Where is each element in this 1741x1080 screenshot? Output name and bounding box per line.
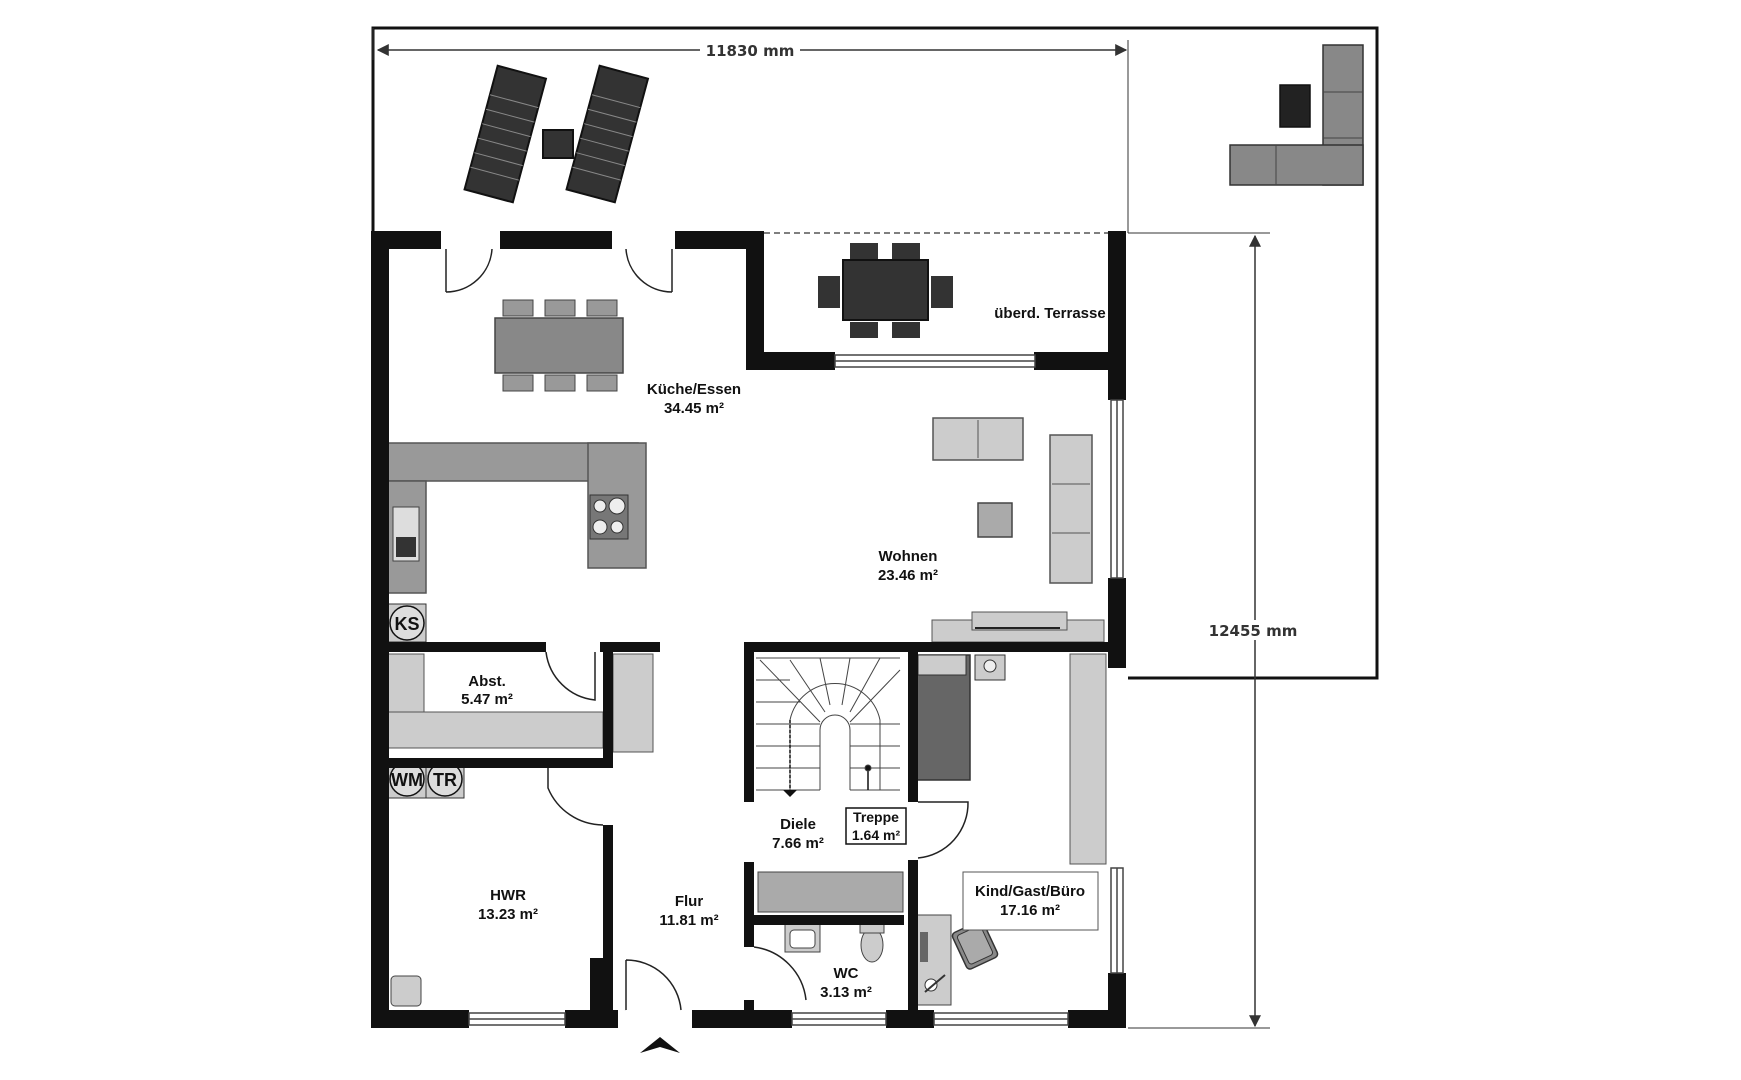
room-area: 17.16 m² [1000,902,1060,919]
dimension-depth-label: 12455 mm [1209,622,1298,640]
room-name: Küche/Essen [647,381,741,398]
room-name: Diele [780,816,816,833]
room-name: Flur [675,893,703,910]
room-label-flur: Flur 11.81 m² [659,893,718,929]
terrace-outline [371,26,1379,680]
room-label-terrasse: überd. Terrasse [994,305,1105,322]
sun-loungers [463,64,650,204]
entrance-door-swing [625,959,682,1011]
dryer-label: TR [433,770,457,790]
living-furniture [931,417,1105,643]
room-name: Wohnen [879,548,938,565]
room-area: 7.66 m² [772,835,824,852]
entrance-arrow-icon [640,1037,680,1053]
lounge-corner-sofa [1229,44,1364,186]
hwr-boiler [390,975,422,1007]
dimension-width: 11830 mm [372,28,1129,233]
doors [445,248,969,1011]
kitchen-counters [387,442,647,594]
room-area: 1.64 m² [852,827,901,843]
room-name: Treppe [853,809,899,825]
room-area: 34.45 m² [664,400,724,417]
room-name: Kind/Gast/Büro [975,883,1085,900]
nightstand-lamp [983,659,997,673]
room-area: 11.81 m² [659,912,718,929]
wc-fixtures [784,922,885,963]
storage-shelves [387,653,654,753]
dimension-depth: 12455 mm [1128,232,1305,1029]
fridge: KS [387,603,427,643]
room-area: 23.46 m² [878,567,938,584]
bed [914,654,971,781]
room-area: 3.13 m² [820,984,872,1001]
room-label-treppe: Treppe 1.64 m² [845,807,907,845]
room-label-wc: WC 3.13 m² [820,965,872,1001]
room-name: HWR [490,887,526,904]
room-name: Abst. [468,673,506,690]
diele-bench [757,871,904,913]
dining-table [494,299,624,392]
washer-label: WM [391,770,423,790]
fridge-label: KS [394,614,419,634]
room-label-kueche: Küche/Essen 34.45 m² [647,381,741,417]
room-name: überd. Terrasse [994,305,1105,322]
room-label-diele: Diele 7.66 m² [772,816,824,852]
room-area: 5.47 m² [461,691,513,708]
room-label-wohnen: Wohnen 23.46 m² [878,548,938,584]
staircase [756,657,901,797]
desk [914,914,999,1006]
walls [371,231,1126,1028]
terrace-dining-set [818,243,953,338]
wardrobe [1069,653,1107,865]
room-label-hwr: HWR 13.23 m² [478,887,538,923]
room-label-abst: Abst. 5.47 m² [461,673,513,708]
nightstand [974,654,1006,681]
dimension-width-label: 11830 mm [706,42,795,60]
room-name: WC [834,965,859,982]
room-area: 13.23 m² [478,906,538,923]
windows [468,354,1124,1026]
room-label-kind: Kind/Gast/Büro 17.16 m² [962,871,1099,931]
